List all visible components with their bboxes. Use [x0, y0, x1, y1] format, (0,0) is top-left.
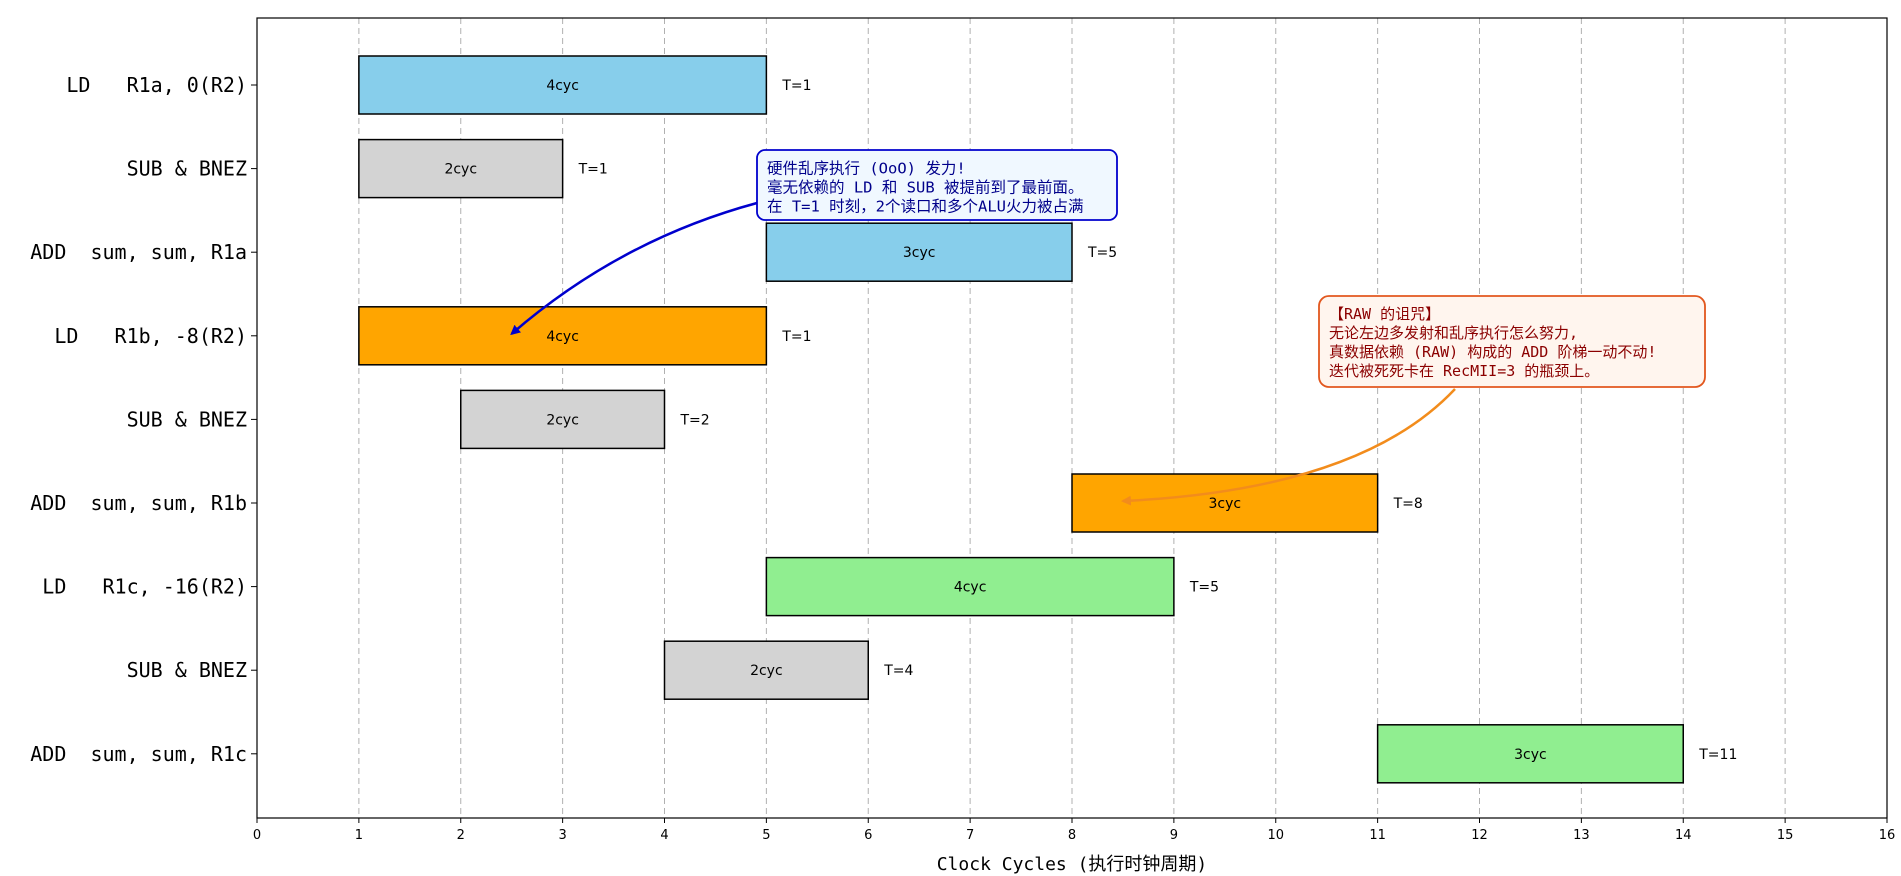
- y-tick-label: ADD sum, sum, R1c: [30, 742, 247, 766]
- y-tick-label: SUB & BNEZ: [127, 407, 247, 431]
- bar-duration-label: 3cyc: [1514, 747, 1547, 763]
- bar-start-label: T=11: [1698, 747, 1737, 763]
- axes: [251, 17, 1888, 823]
- x-tick-label: 1: [355, 828, 363, 843]
- gantt-bar: [1376, 724, 1684, 784]
- annotation-text-line: 迭代被死死卡在 RecMII=3 的瓶颈上。: [1329, 362, 1599, 380]
- annotation-text-line: 【RAW 的诅咒】: [1329, 305, 1440, 323]
- gantt-bar: [765, 556, 1175, 617]
- bars: [358, 55, 1684, 784]
- x-tick-label: 2: [457, 828, 465, 843]
- bar-start-label: T=8: [1393, 496, 1423, 512]
- x-tick-label: 4: [660, 828, 668, 843]
- bar-duration-label: 3cyc: [1209, 496, 1242, 512]
- annotations: 硬件乱序执行 (OoO) 发力!毫无依赖的 LD 和 SUB 被提前到了最前面。…: [510, 149, 1706, 506]
- y-tick-label: SUB & BNEZ: [127, 658, 247, 682]
- x-tick-label: 14: [1675, 828, 1692, 843]
- x-tick-label: 3: [558, 828, 566, 843]
- x-tick-label: 5: [762, 828, 770, 843]
- x-tick-label: 13: [1573, 828, 1590, 843]
- annotation-text-line: 在 T=1 时刻，2个读口和多个ALU火力被占满: [767, 198, 1084, 216]
- y-tick-label: LD R1b, -8(R2): [54, 324, 247, 348]
- x-tick-label: 7: [966, 828, 974, 843]
- annotation-text-line: 毫无依赖的 LD 和 SUB 被提前到了最前面。: [767, 178, 1084, 197]
- y-tick-label: LD R1c, -16(R2): [42, 575, 247, 599]
- annotation-arrow: [1120, 388, 1456, 506]
- bar-duration-label: 4cyc: [546, 329, 579, 345]
- x-tick-label: 8: [1068, 828, 1076, 843]
- x-tick-label: 10: [1267, 828, 1284, 843]
- bar-start-label: T=1: [781, 329, 811, 345]
- x-tick-label: 12: [1471, 828, 1488, 843]
- bar-duration-label: 3cyc: [903, 245, 936, 261]
- annotation-text-line: 真数据依赖 (RAW) 构成的 ADD 阶梯一动不动!: [1329, 343, 1656, 361]
- gantt-bar: [663, 640, 869, 700]
- annotation-text-line: 无论左边多发射和乱序执行怎么努力,: [1329, 324, 1578, 342]
- x-tick-label: 9: [1170, 828, 1178, 843]
- x-tick-label: 6: [864, 828, 872, 843]
- bar-duration-label: 4cyc: [954, 580, 987, 596]
- annotation-arrow: [510, 201, 758, 336]
- bar-duration-label: 2cyc: [546, 412, 579, 428]
- bar-duration-label: 2cyc: [444, 162, 477, 178]
- x-tick-label: 16: [1879, 828, 1896, 843]
- bar-start-label: T=5: [1189, 580, 1219, 596]
- y-tick-label: ADD sum, sum, R1b: [30, 491, 247, 515]
- gantt-bar: [765, 222, 1073, 282]
- x-tick-label: 15: [1777, 828, 1794, 843]
- x-tick-label: 11: [1369, 828, 1386, 843]
- gantt-bar: [358, 55, 768, 115]
- x-axis-label: Clock Cycles (执行时钟周期): [937, 854, 1208, 875]
- gantt-bar: [358, 306, 768, 366]
- bar-start-label: T=2: [680, 412, 710, 428]
- bar-start-label: T=5: [1087, 245, 1117, 261]
- y-tick-label: SUB & BNEZ: [127, 157, 247, 181]
- bar-start-label: T=1: [578, 162, 608, 178]
- annotation-text-line: 硬件乱序执行 (OoO) 发力!: [767, 160, 966, 178]
- gantt-bar: [460, 389, 666, 450]
- bar-duration-label: 4cyc: [546, 78, 579, 94]
- y-tick-label: LD R1a, 0(R2): [66, 73, 247, 97]
- bar-start-label: T=1: [781, 78, 811, 94]
- x-tick-label: 0: [253, 828, 261, 843]
- bar-start-label: T=4: [883, 663, 913, 679]
- bar-duration-label: 2cyc: [750, 663, 783, 679]
- y-tick-label: ADD sum, sum, R1a: [30, 240, 247, 264]
- annotation-box: [1318, 295, 1706, 388]
- annotation-box: [756, 149, 1118, 221]
- gantt-bar: [358, 138, 564, 199]
